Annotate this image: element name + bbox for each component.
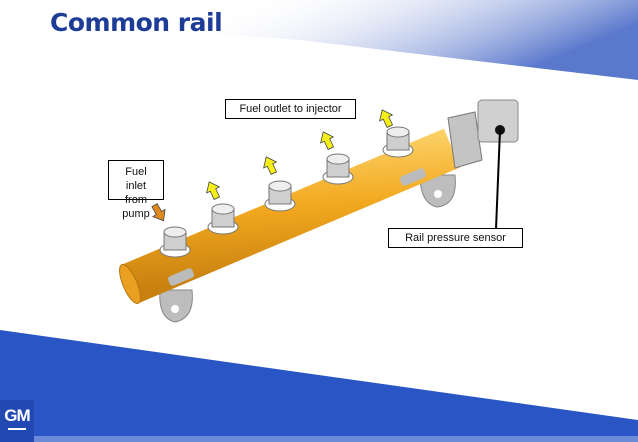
fuel-inlet-label: Fuel inlet from pump [108, 160, 164, 220]
fuel-inlet-label-line1: Fuel inlet [125, 166, 147, 192]
gm-logo: GM [0, 400, 34, 442]
mounting-brackets [159, 174, 456, 323]
slide-title: Common rail [50, 8, 223, 37]
fuel-outlet-arrows [206, 109, 394, 200]
rail-body [121, 128, 461, 304]
injector-outlet-ports [159, 126, 414, 258]
gm-logo-text: GM [4, 406, 30, 425]
rail-end-cap [119, 263, 141, 305]
fuel-inlet-label-line2: from pump [122, 194, 150, 220]
fuel-inlet-arrow [151, 203, 166, 222]
rail-pressure-sensor-label: Rail pressure sensor [388, 228, 523, 248]
sensor-leader-line [495, 129, 501, 230]
rail-pressure-sensor [447, 99, 519, 169]
fuel-outlet-label: Fuel outlet to injector [225, 99, 356, 119]
